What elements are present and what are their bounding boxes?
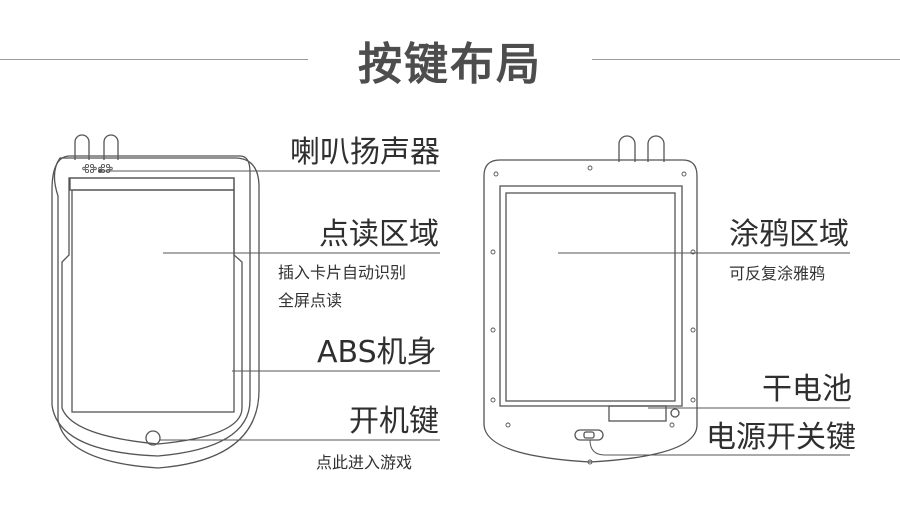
right-device <box>483 135 698 463</box>
callout-power-button: 开机键 <box>349 404 439 439</box>
callout-doodle-area: 涂鸦区域 <box>729 217 849 252</box>
speaker-grille <box>82 163 113 174</box>
power-switch[interactable] <box>574 429 604 441</box>
page-title: 按键布局 <box>358 39 542 90</box>
title-rule-right <box>592 59 900 60</box>
touch-read-desc-line1: 插入卡片自动识别 <box>278 263 407 282</box>
doodle-area-desc: 可反复涂雅鸦 <box>729 264 826 283</box>
leader-lines <box>98 169 850 456</box>
power-button[interactable] <box>145 430 161 446</box>
callout-touch-read-area: 点读区域 <box>319 217 439 252</box>
touch-read-desc-line2: 全屏点读 <box>278 291 343 310</box>
screw-holes <box>490 165 696 465</box>
title-rule-left <box>0 59 308 60</box>
callout-speaker: 喇叭扬声器 <box>290 135 440 170</box>
left-device <box>51 134 260 469</box>
callout-battery: 干电池 <box>762 372 852 407</box>
battery-compartment <box>608 405 667 422</box>
callout-power-switch: 电源开关键 <box>706 420 856 455</box>
power-button-desc: 点此进入游戏 <box>316 453 413 472</box>
callout-abs-body: ABS机身 <box>317 335 437 370</box>
